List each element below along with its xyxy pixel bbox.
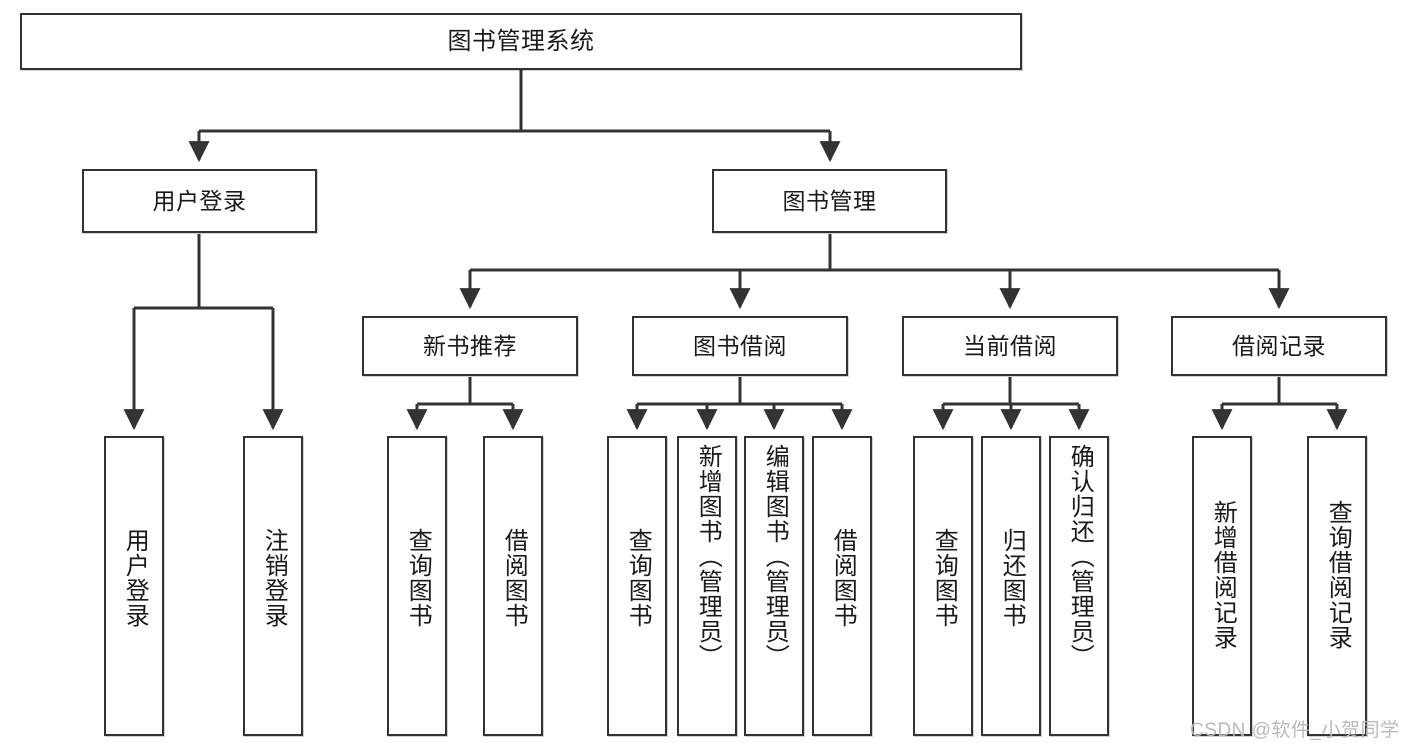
node-leaf-query-book-1[interactable]: 查询图书 <box>387 436 447 736</box>
node-leaf-add-borrow-record-label: 新增借阅记录 <box>1209 500 1237 650</box>
node-book-borrow[interactable]: 图书借阅 <box>632 316 848 376</box>
node-root-label: 图书管理系统 <box>447 27 595 55</box>
node-leaf-borrow-book-1-label: 借阅图书 <box>500 528 528 628</box>
node-leaf-borrow-book-2[interactable]: 借阅图书 <box>812 436 872 736</box>
node-current-borrow-label: 当前借阅 <box>963 332 1057 359</box>
node-leaf-logout-login-label: 注销登录 <box>260 528 288 628</box>
node-leaf-query-book-2-label: 查询图书 <box>624 528 652 628</box>
node-leaf-borrow-book-1[interactable]: 借阅图书 <box>483 436 543 736</box>
node-leaf-query-book-1-label: 查询图书 <box>404 528 432 628</box>
node-leaf-query-borrow-record-label: 查询借阅记录 <box>1324 500 1352 650</box>
node-leaf-add-borrow-record[interactable]: 新增借阅记录 <box>1192 436 1252 736</box>
node-book-management[interactable]: 图书管理 <box>712 169 947 233</box>
watermark: CSDN @软件_小贺同学 <box>1190 720 1400 741</box>
node-leaf-borrow-book-2-label: 借阅图书 <box>829 528 857 628</box>
node-current-borrow[interactable]: 当前借阅 <box>902 316 1118 376</box>
node-leaf-user-login[interactable]: 用户登录 <box>104 436 164 736</box>
node-leaf-user-login-label: 用户登录 <box>121 528 149 628</box>
node-user-login[interactable]: 用户登录 <box>82 169 317 233</box>
node-book-borrow-label: 图书借阅 <box>693 332 787 359</box>
node-borrow-record-label: 借阅记录 <box>1232 332 1326 359</box>
node-new-book-recommend-label: 新书推荐 <box>423 332 517 359</box>
node-leaf-query-book-2[interactable]: 查询图书 <box>607 436 667 736</box>
node-leaf-edit-book-label: 编辑图书（管理员） <box>761 444 789 669</box>
node-leaf-add-book[interactable]: 新增图书（管理员） <box>677 436 737 736</box>
node-leaf-query-borrow-record[interactable]: 查询借阅记录 <box>1307 436 1367 736</box>
node-root[interactable]: 图书管理系统 <box>20 13 1022 70</box>
node-leaf-query-book-3-label: 查询图书 <box>930 528 958 628</box>
node-leaf-confirm-return[interactable]: 确认归还（管理员） <box>1049 436 1109 736</box>
node-leaf-return-book[interactable]: 归还图书 <box>981 436 1041 736</box>
node-leaf-add-book-label: 新增图书（管理员） <box>694 444 722 669</box>
node-new-book-recommend[interactable]: 新书推荐 <box>362 316 578 376</box>
node-leaf-return-book-label: 归还图书 <box>998 528 1026 628</box>
node-leaf-logout-login[interactable]: 注销登录 <box>243 436 303 736</box>
node-leaf-confirm-return-label: 确认归还（管理员） <box>1066 444 1094 669</box>
node-leaf-edit-book[interactable]: 编辑图书（管理员） <box>744 436 804 736</box>
node-book-management-label: 图书管理 <box>782 187 877 214</box>
node-leaf-query-book-3[interactable]: 查询图书 <box>913 436 973 736</box>
node-borrow-record[interactable]: 借阅记录 <box>1171 316 1387 376</box>
node-user-login-label: 用户登录 <box>152 187 247 214</box>
